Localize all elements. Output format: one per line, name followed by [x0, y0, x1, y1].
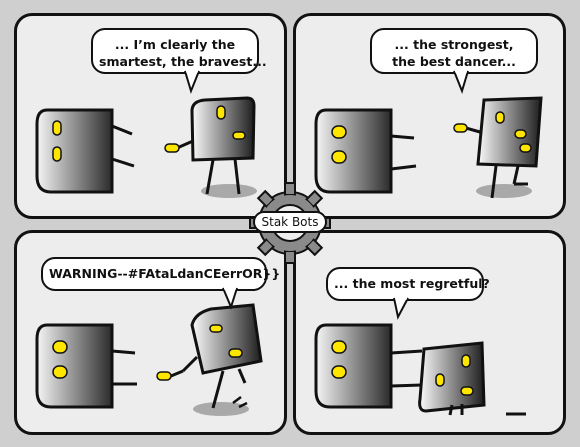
left-robot — [35, 323, 137, 409]
speech-bubble-1: ... I’m clearly the smartest, the braves… — [91, 28, 267, 74]
right-robot — [453, 96, 543, 199]
speech-bubble-3: WARNING--#FAtaLdanCEerrOR}} — [41, 257, 281, 291]
speech-bubble-4: ... the most regretful? — [326, 267, 490, 301]
bubble-line: ... I’m clearly the — [114, 37, 236, 52]
bubble-line: the best dancer... — [392, 54, 516, 69]
speech-bubble-2: ... the strongest, the best dancer... — [370, 28, 538, 74]
right-robot-crushed — [418, 341, 526, 416]
logo-label: Stak Bots — [253, 211, 327, 233]
bubble-line: ... the most regretful? — [334, 276, 490, 291]
comic-panel-4: ... the most regretful? — [293, 230, 566, 435]
right-robot — [164, 96, 257, 198]
comic-panel-3: WARNING--#FAtaLdanCEerrOR}} — [14, 230, 287, 435]
left-robot — [314, 323, 423, 409]
bubble-line: smartest, the bravest... — [99, 54, 267, 69]
bubble-line: ... the strongest, — [394, 37, 514, 52]
right-robot — [156, 303, 263, 416]
left-robot — [35, 108, 135, 194]
comic-panel-1: ... I’m clearly the smartest, the braves… — [14, 13, 287, 219]
comic-panel-2: ... the strongest, the best dancer... — [293, 13, 566, 219]
bubble-line: WARNING--#FAtaLdanCEerrOR}} — [49, 266, 281, 281]
left-robot — [314, 108, 417, 194]
